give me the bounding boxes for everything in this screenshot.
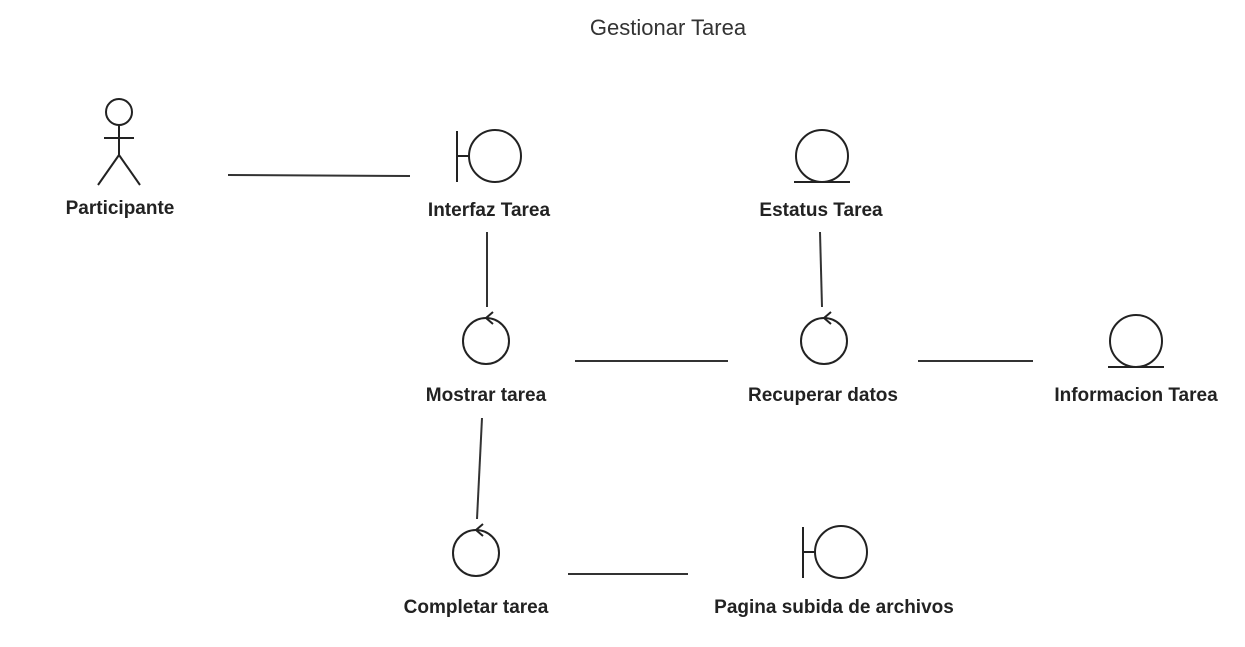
connections xyxy=(227,174,1033,575)
diagram-title: Gestionar Tarea xyxy=(590,15,747,40)
control-mostrar-tarea[interactable]: Mostrar tarea xyxy=(426,311,547,406)
control-icon xyxy=(462,311,510,365)
entity-informacion-tarea[interactable]: Informacion Tarea xyxy=(1054,314,1218,406)
node-label: Participante xyxy=(66,198,175,219)
boundary-pagina-subida[interactable]: Pagina subida de archivos xyxy=(714,525,954,618)
node-label: Mostrar tarea xyxy=(426,385,547,406)
entity-estatus-tarea[interactable]: Estatus Tarea xyxy=(759,129,883,221)
entity-icon xyxy=(1108,314,1164,368)
boundary-icon xyxy=(802,525,868,579)
node-label: Interfaz Tarea xyxy=(428,200,551,221)
node-label: Pagina subida de archivos xyxy=(714,597,954,618)
link-mostrar-tarea-completar-tarea[interactable] xyxy=(476,417,483,520)
boundary-interfaz-tarea[interactable]: Interfaz Tarea xyxy=(428,129,551,221)
control-recuperar-datos[interactable]: Recuperar datos xyxy=(748,311,898,406)
node-label: Recuperar datos xyxy=(748,385,898,406)
actor-icon xyxy=(97,98,141,186)
link-estatus-tarea-recuperar-datos[interactable] xyxy=(819,231,823,308)
node-label: Estatus Tarea xyxy=(759,200,883,221)
link-participante-interfaz-tarea[interactable] xyxy=(227,174,411,177)
boundary-icon xyxy=(456,129,522,183)
node-label: Informacion Tarea xyxy=(1054,385,1218,406)
control-icon xyxy=(800,311,848,365)
control-icon xyxy=(452,523,500,577)
entity-icon xyxy=(794,129,850,183)
actor-participante[interactable]: Participante xyxy=(66,98,175,219)
control-completar-tarea[interactable]: Completar tarea xyxy=(404,523,549,618)
node-label: Completar tarea xyxy=(404,597,549,618)
